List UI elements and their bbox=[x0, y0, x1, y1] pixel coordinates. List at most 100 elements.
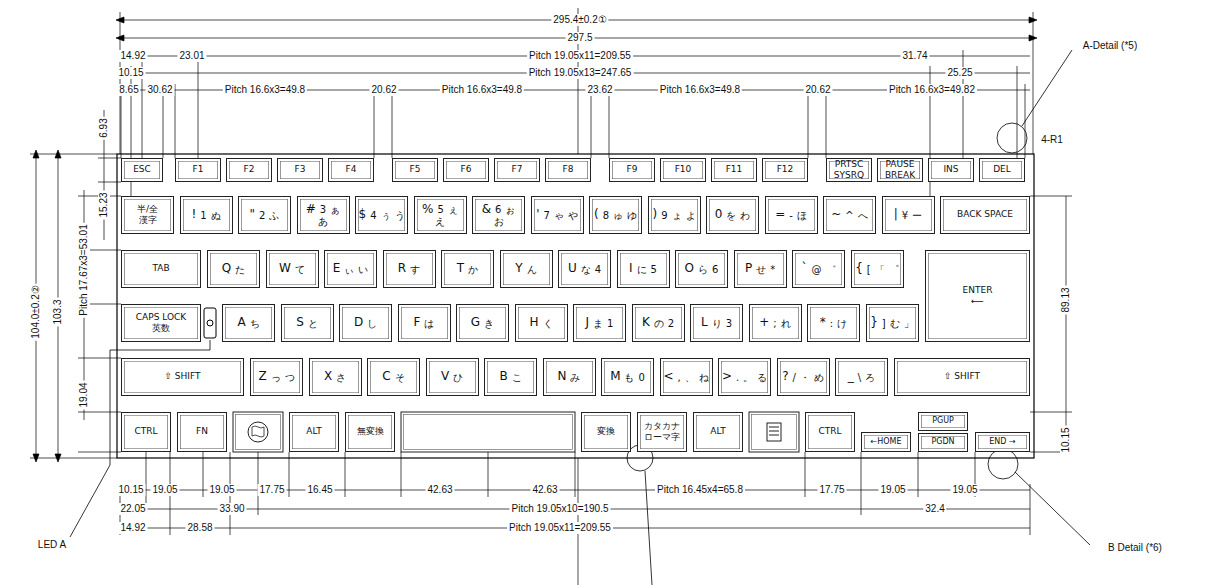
key-legend: F10 bbox=[675, 165, 692, 175]
key-cap: *:け bbox=[807, 304, 860, 342]
key-cap: F11 bbox=[711, 158, 757, 182]
key-cap: カタカナローマ字 bbox=[637, 412, 687, 452]
key-legend: CAPS LOCK bbox=[136, 313, 186, 323]
key-cap: Eぃい bbox=[324, 250, 377, 288]
dimension-label: Pitch 19.05x13=247.65 bbox=[527, 67, 634, 79]
dimension-line bbox=[30, 8, 1072, 585]
leader-line bbox=[1015, 472, 1090, 545]
key-legend: ょ bbox=[672, 210, 682, 221]
key-legend: F9 bbox=[627, 165, 638, 175]
key-cap: Rす bbox=[383, 250, 436, 288]
key-legend: N bbox=[558, 370, 567, 383]
key-legend: 3 bbox=[726, 318, 732, 329]
key-legend: I bbox=[629, 262, 633, 275]
dimension-label: Pitch 19.05x11=209.55 bbox=[507, 522, 613, 534]
key-legend: ⇧ SHIFT bbox=[944, 372, 980, 382]
dimension-line bbox=[121, 84, 1025, 158]
key-legend: PAUSE bbox=[886, 160, 915, 170]
key-cap: &6ぉお bbox=[472, 196, 525, 234]
key-legend: は bbox=[424, 318, 434, 329]
leader-line bbox=[645, 471, 652, 585]
dimension-line bbox=[131, 50, 1017, 196]
key-legend: 無変換 bbox=[357, 427, 384, 437]
key-legend: す bbox=[410, 264, 420, 275]
key-legend: < bbox=[663, 370, 673, 383]
key-cap: )9ょよ bbox=[648, 196, 701, 234]
key-cap: Oら6 bbox=[675, 250, 728, 288]
key-legend: R bbox=[398, 262, 406, 275]
key-legend: ゜ bbox=[889, 264, 899, 275]
dimension-label: B Detail (*6) bbox=[1106, 542, 1164, 554]
key-legend: U bbox=[568, 262, 577, 275]
key-legend: ) bbox=[652, 208, 657, 221]
key-legend: * bbox=[820, 316, 826, 329]
key-legend: 6 bbox=[712, 264, 718, 275]
key-cap: ENTER⟵ bbox=[925, 250, 1030, 342]
key-cap: PGDN bbox=[918, 433, 968, 452]
dimension-label: 19.05 bbox=[207, 484, 236, 496]
key-legend: む bbox=[890, 318, 900, 329]
key-cap: Jま1 bbox=[573, 304, 626, 342]
key-legend: ら bbox=[698, 264, 708, 275]
key-cap: %5ぇえ bbox=[414, 196, 467, 234]
key-legend: ぇ bbox=[448, 204, 458, 215]
key-legend: F5 bbox=[410, 165, 421, 175]
dimension-label: 25.25 bbox=[945, 67, 974, 79]
key-legend: ゛ bbox=[826, 264, 836, 275]
dimension-label: 23.62 bbox=[585, 84, 614, 96]
key-cap: Lり3 bbox=[690, 304, 743, 342]
vertical-dimension: 15.23 bbox=[98, 190, 110, 219]
key-legend: ろ bbox=[865, 372, 875, 383]
key-legend: 2 bbox=[668, 318, 674, 329]
key-without-text bbox=[233, 412, 283, 452]
key-legend: E bbox=[333, 262, 341, 275]
key-cap: PRTSCSYSRQ bbox=[826, 158, 872, 182]
key-cap: _\ろ bbox=[835, 358, 888, 396]
key-legend: 3 bbox=[320, 204, 326, 215]
key-legend: - bbox=[789, 210, 793, 221]
key-cap: Wて bbox=[266, 250, 319, 288]
key-cap: Cそ bbox=[367, 358, 420, 396]
key-legend: つ bbox=[285, 372, 295, 383]
key-legend: 英数 bbox=[152, 324, 170, 334]
leader-line bbox=[988, 449, 1018, 479]
dimension-line bbox=[36, 110, 104, 458]
key-cap: INS bbox=[928, 158, 974, 182]
dimension-label: 32.4 bbox=[923, 503, 946, 515]
key-cap: 変換 bbox=[581, 412, 631, 452]
dimension-label: Pitch 19.05x11=209.55 bbox=[527, 50, 633, 62]
key-legend: に bbox=[637, 264, 647, 275]
key-legend: ほ bbox=[797, 210, 807, 221]
key-legend: ぁ bbox=[330, 204, 340, 215]
key-without-text bbox=[233, 412, 799, 452]
key-legend: よ bbox=[686, 210, 696, 221]
key-cap: BACK SPACE bbox=[940, 196, 1030, 234]
key-legend: ⇧ SHIFT bbox=[164, 372, 200, 382]
key-cap: Hく bbox=[515, 304, 568, 342]
key-legend: F7 bbox=[512, 165, 523, 175]
key-legend: , bbox=[677, 372, 680, 383]
key-cap: ⇧ SHIFT bbox=[121, 358, 244, 396]
key-legend: ` bbox=[802, 262, 808, 275]
key-cap: CTRL bbox=[121, 412, 171, 452]
key-legend: X bbox=[324, 370, 332, 383]
key-cap: #3ぁあ bbox=[297, 196, 350, 234]
key-legend: 0 bbox=[715, 208, 723, 221]
key-legend: ~ bbox=[831, 208, 841, 221]
dimension-label: 20.62 bbox=[803, 84, 832, 96]
key-legend: て bbox=[295, 264, 305, 275]
key-legend: CTRL bbox=[818, 427, 841, 437]
dimension-label: 17.75 bbox=[257, 484, 286, 496]
key-cap: '7ゃや bbox=[531, 196, 584, 234]
key-cap: !1ぬ bbox=[180, 196, 233, 234]
key-legend: う bbox=[395, 210, 405, 221]
key-cap: Xさ bbox=[309, 358, 362, 396]
key-legend: 4 bbox=[595, 264, 601, 275]
key-legend: い bbox=[358, 264, 368, 275]
key-cap: Tか bbox=[441, 250, 494, 288]
key-legend: ] bbox=[882, 318, 886, 329]
key-legend: SYSRQ bbox=[834, 171, 864, 181]
key-legend: 「 bbox=[875, 264, 885, 275]
key-legend: ^ bbox=[845, 210, 853, 221]
key-cap: F12 bbox=[762, 158, 808, 182]
